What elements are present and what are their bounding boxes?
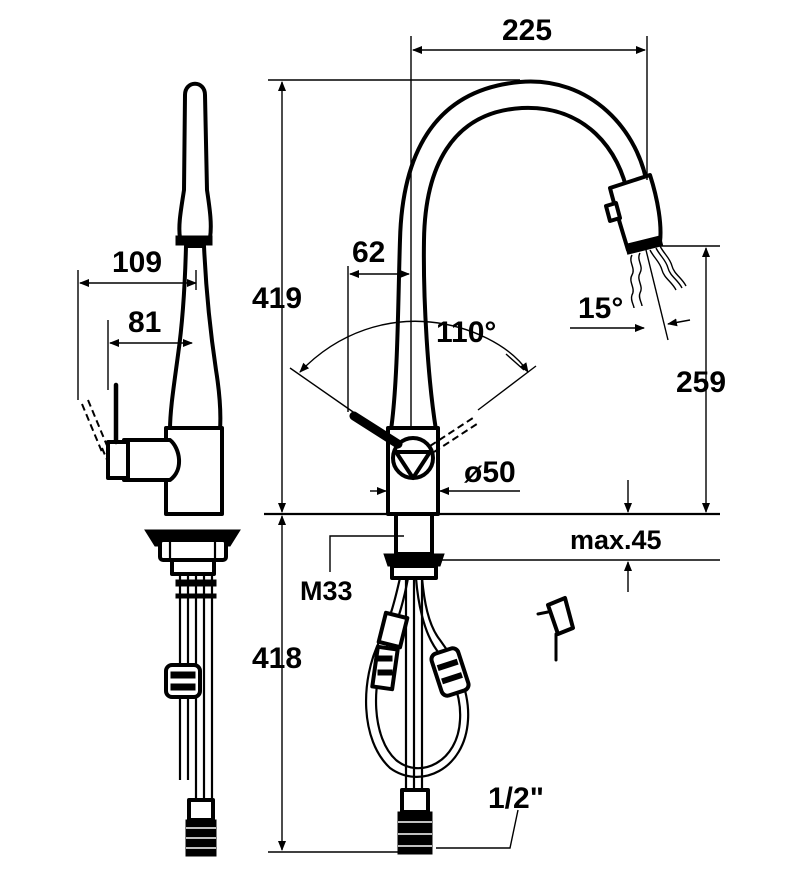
front-hose-nut <box>397 811 433 855</box>
dim-label-419: 419 <box>252 282 302 315</box>
dim-label-418: 418 <box>252 642 302 675</box>
hose-weight <box>429 646 471 698</box>
side-spray-head <box>177 81 213 240</box>
front-view <box>349 79 687 855</box>
front-lever <box>349 411 403 449</box>
dim-label-259: 259 <box>676 366 726 399</box>
spray-button <box>604 201 622 223</box>
front-mounting-plate <box>383 553 445 567</box>
spare-fitting-icon <box>536 596 575 662</box>
dim-label-half-inch: 1/2" <box>488 782 544 815</box>
dim-label-max45: max.45 <box>570 525 662 555</box>
side-head-band <box>175 235 213 246</box>
side-lever-grip <box>106 440 130 480</box>
dim-label-110: 110° <box>436 316 496 349</box>
dim-label-62: 62 <box>352 236 385 269</box>
dim-label-diameter-50: ø50 <box>464 456 516 489</box>
side-hoses <box>164 574 217 857</box>
side-dimensions: 109 81 <box>77 246 197 400</box>
dim-label-109: 109 <box>112 246 162 279</box>
side-lever-hub <box>122 438 181 482</box>
side-mixer-body <box>164 426 224 516</box>
side-spout-body <box>168 244 223 432</box>
side-hose-clip <box>164 663 202 699</box>
dim-label-15: 15° <box>578 292 623 325</box>
dim-arc-110 <box>299 320 529 373</box>
spray-streams <box>630 245 687 309</box>
dim-label-225: 225 <box>502 14 552 47</box>
dim-label-m33: M33 <box>300 576 353 606</box>
front-hub-marker <box>394 450 432 480</box>
front-dimensions: 419 418 225 62 110° 15° 259 ø50 <box>252 14 726 853</box>
side-view <box>81 81 241 857</box>
front-shank <box>394 512 434 556</box>
dim-label-81: 81 <box>128 306 161 339</box>
front-pull-out-hose <box>364 577 471 855</box>
